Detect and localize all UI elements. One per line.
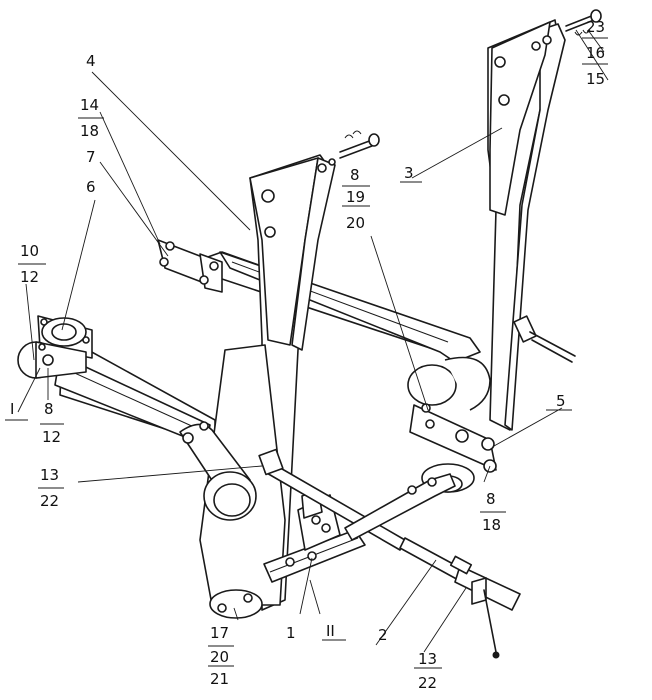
callout-10: 10 [20, 242, 39, 260]
callout-20-lower: 20 [210, 648, 229, 666]
callout-12-lower: 12 [42, 428, 61, 446]
callout-1: 1 [286, 624, 296, 642]
callout-labels: 4 14 18 7 6 10 12 I 8 12 13 22 17 20 21 … [10, 18, 605, 692]
callout-8-right: 8 [486, 490, 496, 508]
callout-22-left: 22 [40, 492, 59, 510]
callout-3: 3 [404, 164, 414, 182]
callout-6: 6 [86, 178, 96, 196]
left-flange-bracket [17, 315, 93, 379]
top-pin-group [339, 130, 380, 159]
callout-8-left: 8 [44, 400, 54, 418]
callout-roman-1: I [10, 400, 14, 418]
callout-17: 17 [210, 624, 229, 642]
rear-beam [204, 251, 481, 363]
callout-4: 4 [86, 52, 96, 70]
callout-16: 16 [586, 44, 605, 62]
lower-left-leg [179, 344, 286, 619]
callout-7: 7 [86, 148, 96, 166]
callout-18-upper: 18 [80, 122, 99, 140]
callout-underlines [5, 37, 608, 669]
right-top-pin-group [565, 9, 602, 36]
callout-21: 21 [210, 670, 229, 688]
callout-13-left: 13 [40, 466, 59, 484]
upper-left-bracket [157, 239, 223, 293]
callout-19: 19 [346, 188, 365, 206]
callout-roman-2: II [326, 622, 335, 640]
callout-5: 5 [556, 392, 566, 410]
right-upright [487, 19, 566, 431]
leader-lines [17, 29, 609, 653]
right-side-bracket [513, 315, 576, 363]
callout-2: 2 [378, 626, 388, 644]
callout-12-upper: 12 [20, 268, 39, 286]
callout-8-top: 8 [350, 166, 360, 184]
callout-23: 23 [586, 18, 605, 36]
right-lower-joint [407, 356, 497, 493]
tie-rod [344, 473, 456, 541]
callout-20-top: 20 [346, 214, 365, 232]
callout-13-right: 13 [418, 650, 437, 668]
callout-22-right: 22 [418, 674, 437, 692]
callout-14: 14 [80, 96, 99, 114]
callout-18-right: 18 [482, 516, 501, 534]
callout-15: 15 [586, 70, 605, 88]
